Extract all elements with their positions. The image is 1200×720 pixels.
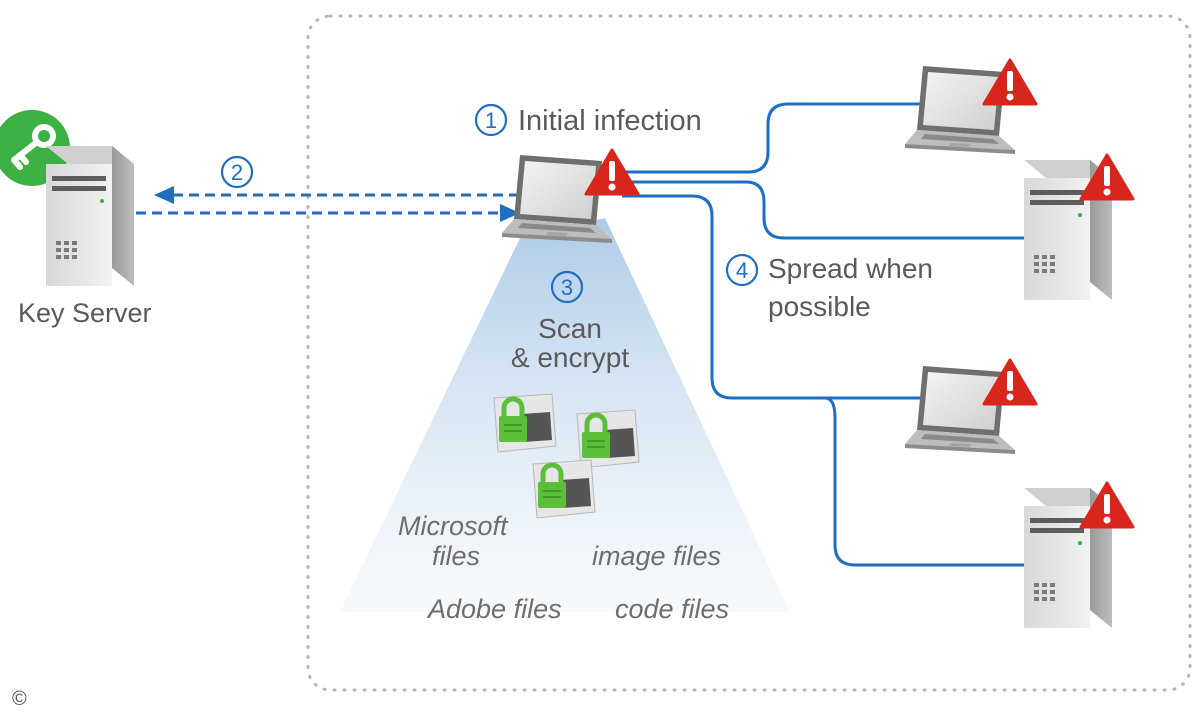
- svg-text:2: 2: [231, 160, 243, 185]
- step-2-badge: 2: [220, 155, 254, 189]
- encrypted-file-icon: [577, 410, 639, 468]
- key-server-label: Key Server: [18, 298, 152, 328]
- step-4-label-line1: Spread when: [768, 253, 933, 284]
- step-4-label-line2: possible: [768, 291, 871, 322]
- scan-beam: [340, 218, 790, 612]
- key-server: [0, 110, 134, 304]
- encrypted-file-icon: [533, 460, 595, 518]
- file-type-microsoft-line2: files: [432, 541, 480, 571]
- svg-text:4: 4: [736, 258, 748, 283]
- file-type-microsoft-line1: Microsoft: [398, 511, 509, 541]
- copyright-mark: ©: [12, 688, 27, 710]
- infected-laptop-icon: [502, 155, 612, 243]
- step-3-badge: 3: [550, 270, 584, 304]
- server-icon: [46, 146, 134, 304]
- svg-text:3: 3: [561, 275, 573, 300]
- svg-text:1: 1: [485, 108, 497, 133]
- step-1-badge: 1: [474, 103, 508, 137]
- step-1-label: Initial infection: [518, 105, 702, 137]
- arrow-right-icon: [500, 204, 520, 222]
- key-icon: [11, 124, 56, 170]
- key-exchange-arrows: [120, 186, 535, 222]
- file-type-code: code files: [615, 594, 729, 624]
- file-type-image: image files: [592, 541, 721, 571]
- step-3-label-line1: Scan: [538, 313, 602, 344]
- arrow-left-icon: [154, 186, 174, 204]
- spread-lines: [622, 102, 1025, 567]
- file-type-adobe: Adobe files: [426, 594, 562, 624]
- step-4-badge: 4: [725, 253, 759, 287]
- step-3-label-line2: & encrypt: [511, 342, 629, 373]
- network-boundary: [306, 14, 1192, 692]
- encrypted-file-icon: [494, 394, 556, 452]
